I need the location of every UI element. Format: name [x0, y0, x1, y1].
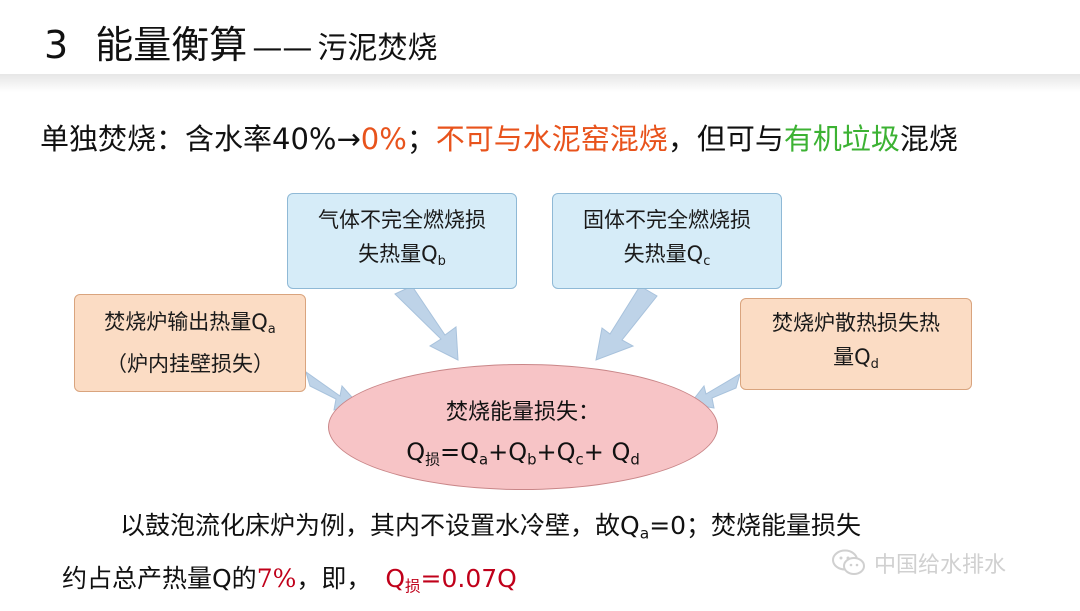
title-sub: 污泥焚烧	[317, 31, 438, 66]
bottom-line-1: 以鼓泡流化床炉为例，其内不设置水冷壁，故Qa=0；焚烧能量损失	[120, 506, 861, 543]
bottom2-q-sub: 损	[405, 577, 421, 596]
gas-loss-sub: b	[437, 253, 446, 269]
formula-q: Q	[406, 438, 426, 466]
solid-loss-box: 固体不完全燃烧损 失热量Qc	[552, 193, 782, 289]
statement-prefix: 单独焚烧：含水率40%→	[40, 122, 361, 156]
energy-loss-title: 焚烧能量损失：	[445, 400, 600, 425]
bottom2-a: 约占总产热量Q的	[62, 564, 257, 593]
solid-loss-line2: 失热量Q	[623, 242, 704, 267]
formula-a: a	[478, 450, 489, 469]
scatter-loss-line2: 量Q	[833, 345, 871, 370]
gas-loss-line1: 气体不完全燃烧损	[318, 208, 486, 233]
gas-loss-box: 气体不完全燃烧损 失热量Qb	[287, 193, 517, 289]
bottom2-q: Q	[385, 564, 406, 593]
gas-loss-line2: 失热量Q	[358, 242, 438, 267]
scatter-loss-line1: 焚烧炉散热损失热	[772, 311, 940, 336]
output-heat-box: 焚烧炉输出热量Qa （炉内挂壁损失）	[74, 294, 306, 392]
watermark-text: 中国给水排水	[874, 553, 1007, 578]
bottom1-a: 以鼓泡流化床炉为例，其内不设置水冷壁，故Q	[120, 511, 640, 540]
output-heat-line1: 焚烧炉输出热量Q	[104, 310, 268, 335]
bottom2-formula: Q损=0.07Q	[385, 564, 517, 596]
solid-loss-sub: c	[703, 253, 711, 269]
energy-loss-content: 焚烧能量损失： Q损=Qa+Qb+Qc+ Qd	[328, 0, 718, 611]
statement-no-mix: 不可与水泥窑混烧	[435, 122, 668, 156]
energy-loss-ellipse	[328, 364, 718, 490]
bottom2-b: ，即，	[296, 564, 372, 593]
arrow-solid	[595, 285, 658, 361]
incineration-statement: 单独焚烧：含水率40%→0%；不可与水泥窑混烧，但可与有机垃圾混烧	[40, 116, 958, 158]
formula-plus3: + Q	[583, 438, 631, 466]
statement-sep: ；	[406, 122, 436, 156]
scatter-loss-box: 焚烧炉散热损失热 量Qd	[740, 298, 972, 390]
wechat-icon	[832, 549, 865, 575]
bottom2-pct: 7%	[256, 564, 297, 593]
formula-plus1: +Q	[488, 438, 528, 466]
output-heat-line2: （炉内挂壁损失）	[105, 351, 274, 376]
scatter-loss-sub: d	[870, 356, 879, 372]
arrow-gas	[394, 285, 459, 361]
energy-loss-formula: Q损=Qa+Qb+Qc+ Qd	[328, 438, 718, 469]
formula-q-sub: 损	[425, 450, 440, 469]
formula-d: d	[630, 450, 640, 469]
bottom1-sub: a	[639, 524, 650, 543]
formula-c: c	[575, 450, 584, 469]
solid-loss-line1: 固体不完全燃烧损	[583, 208, 751, 233]
title-number: 3	[44, 23, 69, 67]
formula-b: b	[527, 450, 537, 469]
statement-zero: 0%	[360, 122, 407, 156]
bottom2-eq: =0.07Q	[420, 564, 517, 593]
statement-suffix: 混烧	[899, 122, 958, 156]
output-heat-sub: a	[267, 321, 276, 337]
title-divider	[0, 74, 1080, 92]
statement-mid: ，但可与	[667, 122, 784, 156]
formula-plus2: +Q	[536, 438, 576, 466]
title-main: 能量衡算	[95, 23, 248, 67]
statement-organic: 有机垃圾	[783, 122, 900, 156]
slide-title: 3 能量衡算 —— 污泥焚烧	[44, 14, 437, 69]
bottom-line-2: 约占总产热量Q的7%，即， Q损=0.07Q	[62, 559, 517, 597]
watermark: 中国给水排水	[832, 547, 1006, 579]
title-dash: ——	[252, 31, 313, 66]
formula-eq: =Q	[439, 438, 479, 466]
bottom1-b: =0；焚烧能量损失	[649, 511, 862, 540]
